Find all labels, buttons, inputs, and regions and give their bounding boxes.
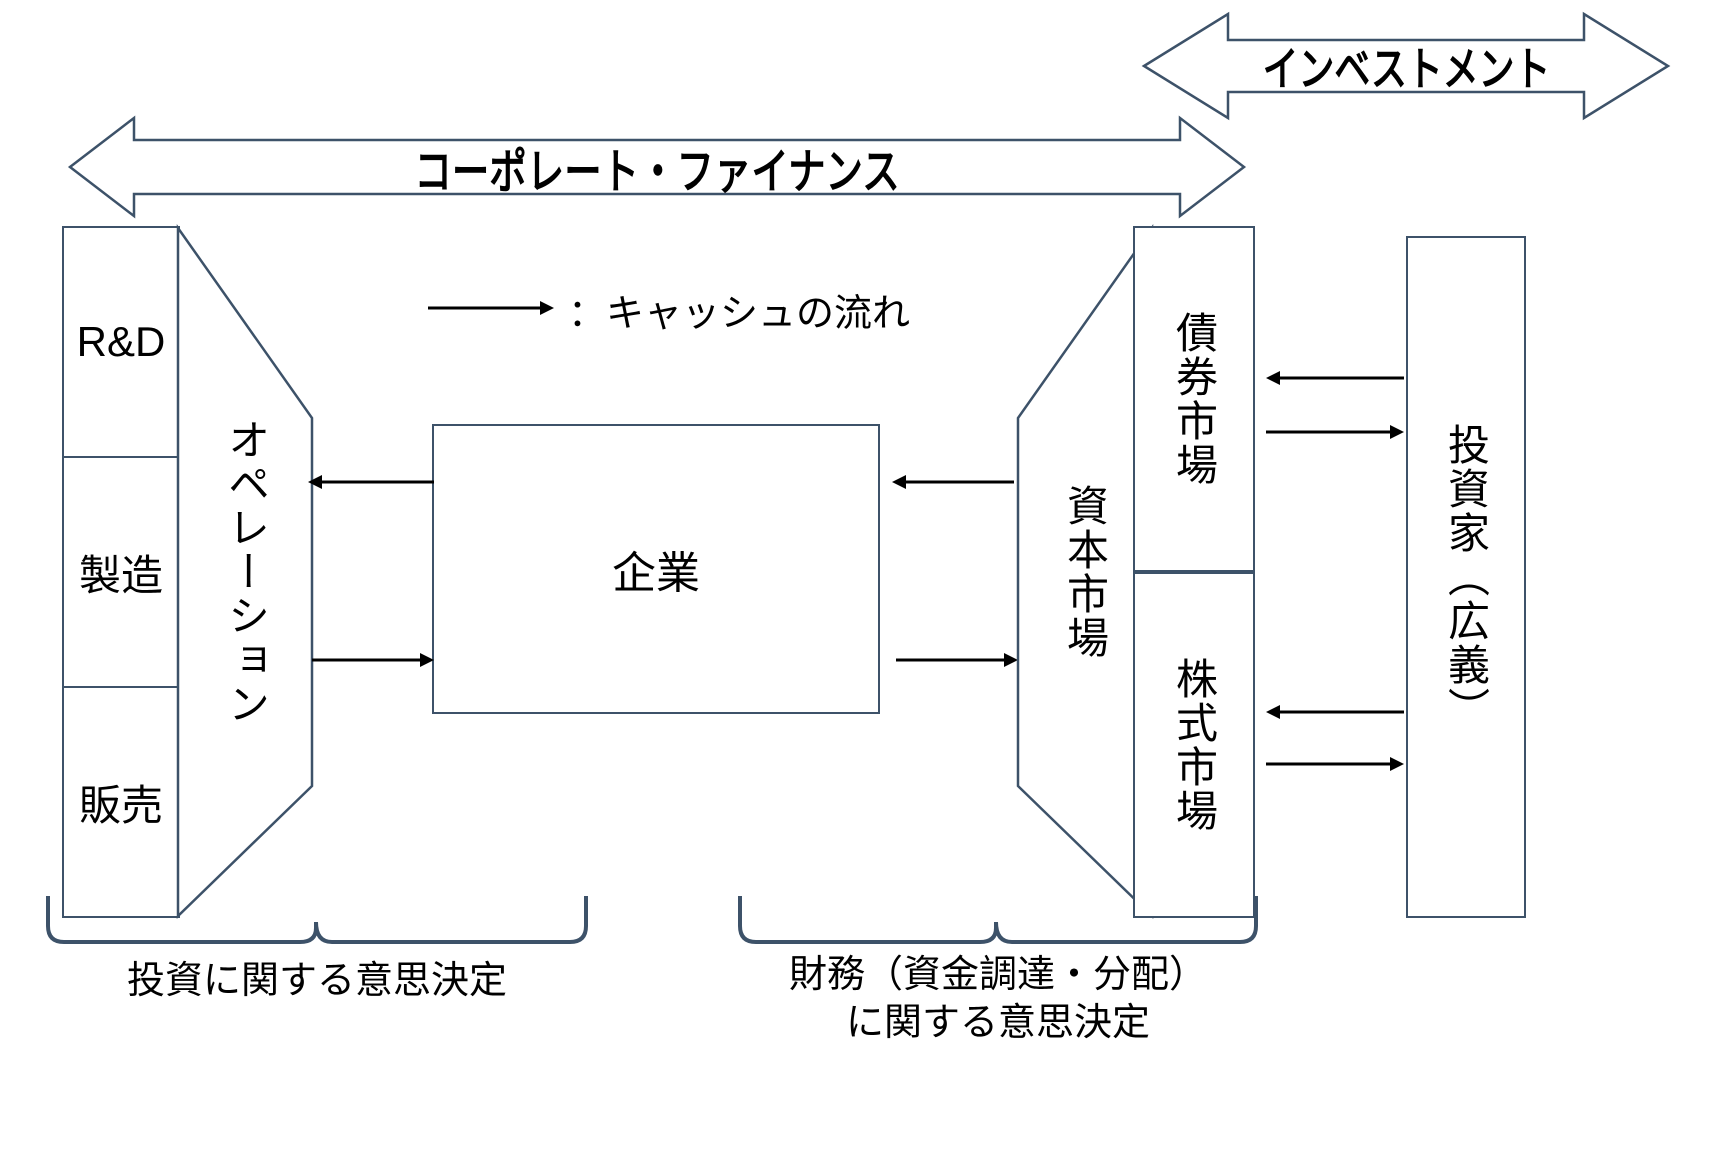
stock-market-label: 株式市場 <box>1170 657 1218 833</box>
value-chain-item-manufacturing: 製造 <box>62 456 180 688</box>
corporate-finance-banner-label: コーポレート・ファイナンス <box>414 146 900 199</box>
company-label: 企業 <box>612 549 700 598</box>
trapezoid-shape <box>176 224 314 919</box>
corporate-finance-banner: コーポレート・ファイナンス <box>62 112 1252 222</box>
arrow-stock-market-to-investors <box>1266 757 1404 771</box>
bond-market-box: 債券市場 <box>1133 226 1255 572</box>
arrow-bond-market-to-investors <box>1266 425 1404 439</box>
investment-banner-label: インベストメント <box>1262 43 1550 95</box>
arrow-capital-market-to-company <box>892 475 1014 489</box>
brace-financing-decision <box>738 896 1258 944</box>
value-chain-item-rd: R&D <box>62 226 180 458</box>
arrow-operations-to-company <box>312 653 434 667</box>
investment-decision-caption: 投資に関する意思決定 <box>126 960 507 1002</box>
arrow-investors-to-bond-market <box>1266 371 1404 385</box>
operations-trapezoid: オペレーション <box>176 224 316 919</box>
right-arrow-icon <box>428 301 554 315</box>
investors-box: 投資家（広義） <box>1406 236 1526 918</box>
double-arrow-shape <box>1141 11 1671 121</box>
company-box: 企業 <box>432 424 880 714</box>
investors-label: 投資家（広義） <box>1442 423 1490 731</box>
stock-market-box: 株式市場 <box>1133 572 1255 918</box>
brace-investment-decision <box>46 896 588 944</box>
operations-label: オペレーション <box>222 418 270 726</box>
legend: ：キャッシュの流れ <box>428 282 910 336</box>
legend-label: ：キャッシュの流れ <box>568 293 911 335</box>
value-chain-item-label: 販売 <box>78 781 163 829</box>
bond-market-label: 債券市場 <box>1170 311 1218 487</box>
arrow-company-to-operations <box>308 475 434 489</box>
arrow-investors-to-stock-market <box>1266 705 1404 719</box>
arrow-company-to-capital-market <box>896 653 1018 667</box>
financing-decision-caption: 財務（資金調達・分配） に関する意思決定 <box>788 954 1207 1044</box>
value-chain-item-label: 製造 <box>78 551 163 599</box>
value-chain-item-sales: 販売 <box>62 686 180 918</box>
value-chain-item-label: R&D <box>76 318 166 365</box>
double-arrow-shape <box>67 115 1247 219</box>
capital-market-label: 資本市場 <box>1061 484 1109 660</box>
investment-banner: インベストメント <box>1088 8 1724 124</box>
